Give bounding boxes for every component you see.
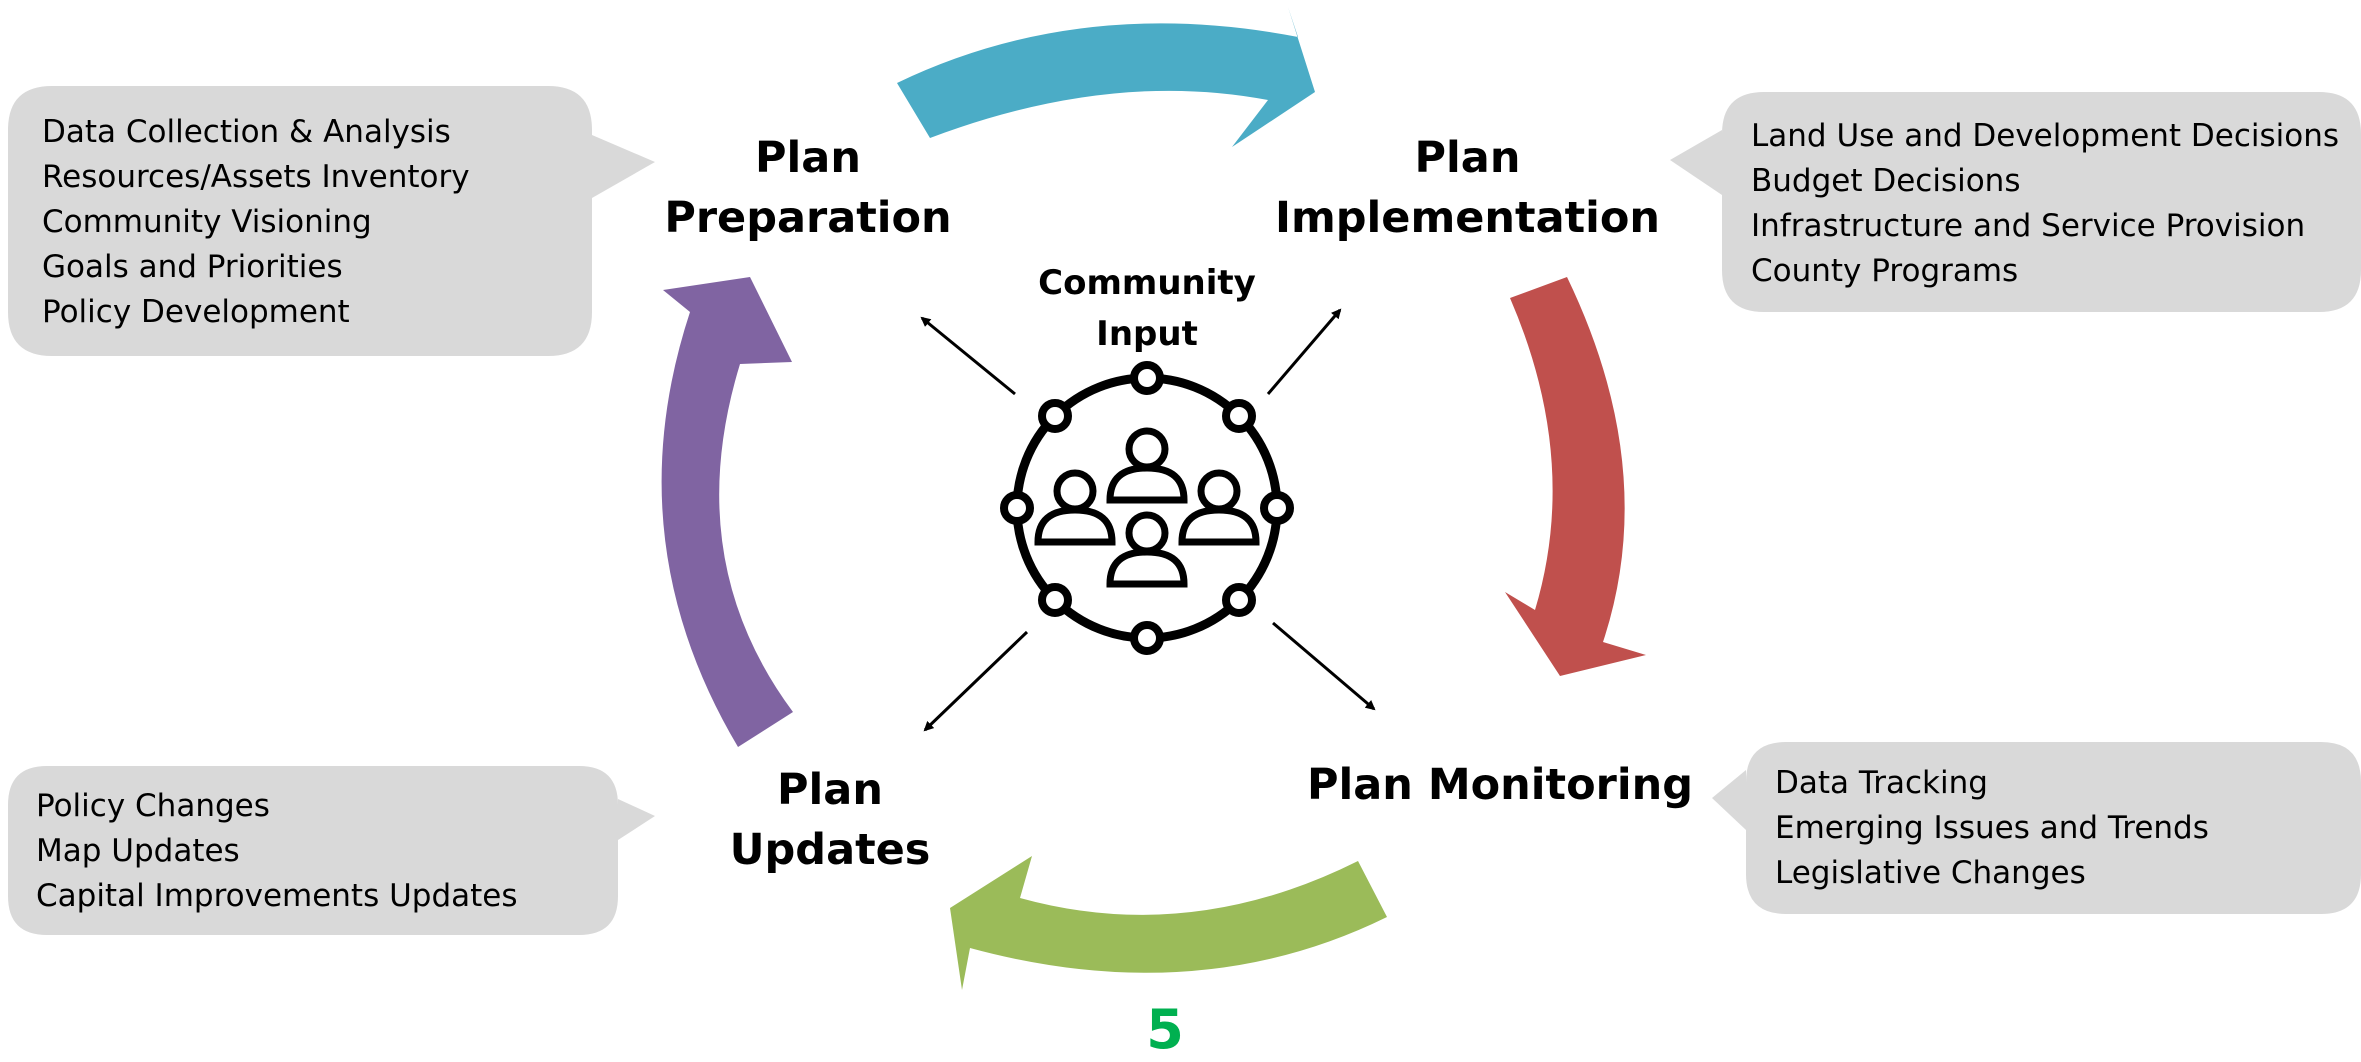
callout-updates <box>8 766 655 935</box>
updates-task: Map Updates <box>36 833 240 869</box>
stage-implementation-line1: Plan <box>1414 133 1521 183</box>
callout-implementation <box>1670 92 2361 312</box>
updates-task: Capital Improvements Updates <box>36 878 518 914</box>
stage-title-updates: Plan Updates <box>700 760 960 880</box>
arrow-to-updates <box>923 630 1029 732</box>
implementation-tasks-list: Land Use and Development Decisions Budge… <box>1751 114 2339 294</box>
stage-title-preparation: Plan Preparation <box>648 128 968 248</box>
community-people-network-icon <box>1000 361 1294 655</box>
stage-updates-line1: Plan <box>777 765 883 815</box>
preparation-task: Resources/Assets Inventory <box>42 159 470 195</box>
implementation-task: Budget Decisions <box>1751 163 2021 199</box>
stage-monitoring-line1: Plan Monitoring <box>1307 760 1693 810</box>
arrow-implementation-to-monitoring <box>1505 277 1646 676</box>
implementation-task: County Programs <box>1751 253 2019 289</box>
arrow-to-implementation <box>1266 308 1342 395</box>
community-input-line2: Input <box>1096 314 1198 354</box>
stage-preparation-line1: Plan <box>755 133 861 183</box>
preparation-tasks-list: Data Collection & Analysis Resources/Ass… <box>42 110 470 335</box>
arrow-to-monitoring <box>1272 621 1376 711</box>
arrow-preparation-to-implementation <box>897 7 1315 147</box>
arrow-to-preparation <box>920 316 1016 396</box>
implementation-task: Infrastructure and Service Provision <box>1751 208 2306 244</box>
arrow-updates-to-preparation <box>661 277 793 747</box>
callout-monitoring <box>1712 742 2361 914</box>
page-number: 5 <box>1146 998 1184 1061</box>
monitoring-task: Data Tracking <box>1775 765 1988 801</box>
implementation-task: Land Use and Development Decisions <box>1751 118 2340 154</box>
preparation-task: Data Collection & Analysis <box>42 114 451 150</box>
preparation-task: Policy Development <box>42 294 350 330</box>
updates-task: Policy Changes <box>36 788 270 824</box>
preparation-task: Goals and Priorities <box>42 249 343 285</box>
monitoring-tasks-list: Data Tracking Emerging Issues and Trends… <box>1775 761 2209 896</box>
community-input-line1: Community <box>1038 263 1256 303</box>
preparation-task: Community Visioning <box>42 204 372 240</box>
stage-updates-line2: Updates <box>729 825 931 875</box>
monitoring-task: Emerging Issues and Trends <box>1775 810 2209 846</box>
monitoring-task: Legislative Changes <box>1775 855 2086 891</box>
community-input-label: Community Input <box>1027 258 1267 360</box>
updates-tasks-list: Policy Changes Map Updates Capital Impro… <box>36 784 518 919</box>
stage-preparation-line2: Preparation <box>664 193 952 243</box>
stage-title-monitoring: Plan Monitoring <box>1300 755 1700 815</box>
stage-implementation-line2: Implementation <box>1274 193 1661 243</box>
stage-title-implementation: Plan Implementation <box>1265 128 1670 248</box>
callout-preparation <box>8 86 655 356</box>
arrow-monitoring-to-updates <box>950 856 1387 990</box>
